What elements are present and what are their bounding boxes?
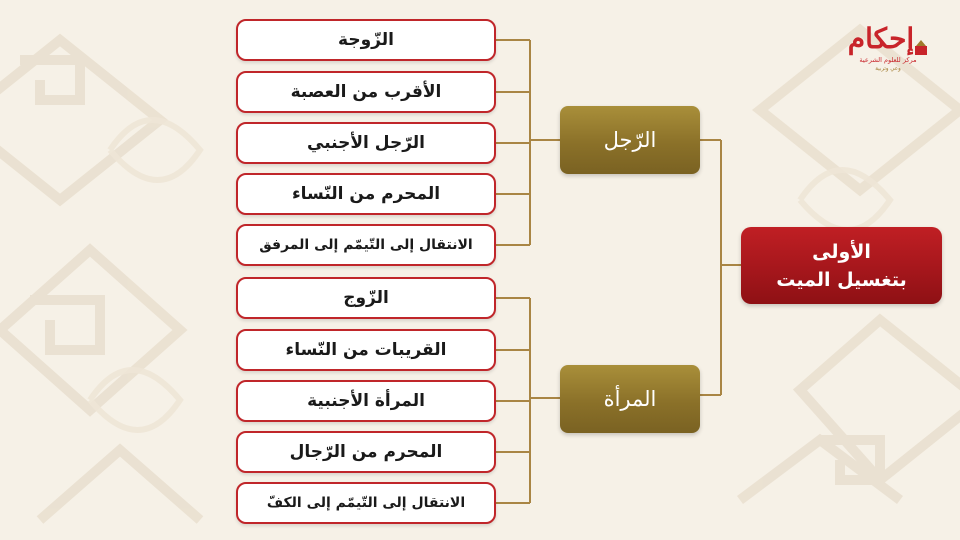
logo-tagline: مركز للعلوم الشرعية (859, 56, 917, 64)
leaf-men-3: الرّجل الأجنبي (236, 122, 496, 164)
leaf-men-4: المحرم من النّساء (236, 173, 496, 215)
connector-group-men (496, 39, 560, 246)
logo: إحكام مركز للعلوم الشرعية وعي وتربية (846, 22, 930, 98)
connector-root-bracket (700, 139, 741, 396)
leaf-women-2: القريبات من النّساء (236, 329, 496, 371)
book-icon (915, 40, 928, 55)
leaf-women-4: المحرم من الرّجال (236, 431, 496, 473)
logo-name: إحكام (847, 22, 915, 55)
root-node: الأولى بتغسيل الميت (741, 227, 942, 304)
root-title-line1: الأولى (812, 240, 871, 263)
category-men: الرّجل (560, 106, 700, 174)
leaf-label: المحرم من الرّجال (289, 442, 443, 462)
logo-mark: إحكام (848, 22, 928, 56)
category-women: المرأة (560, 365, 700, 433)
leaf-label: المحرم من النّساء (291, 184, 441, 204)
root-title-line2: بتغسيل الميت (776, 268, 907, 291)
leaf-label: الرّجل الأجنبي (307, 133, 425, 153)
leaf-label: الانتقال إلى التّيمّم إلى المرفق (259, 237, 473, 253)
leaf-label: الزّوج (343, 288, 389, 308)
leaf-label: الانتقال إلى التّيمّم إلى الكفّ (266, 495, 466, 511)
leaf-women-1: الزّوج (236, 277, 496, 319)
leaf-label: المرأة الأجنبية (307, 391, 425, 411)
leaf-label: الأقرب من العصبة (290, 82, 442, 102)
leaf-men-1: الزّوجة (236, 19, 496, 61)
connector-group-women (496, 297, 560, 504)
leaf-men-2: الأقرب من العصبة (236, 71, 496, 113)
leaf-label: القريبات من النّساء (285, 340, 447, 360)
leaf-women-3: المرأة الأجنبية (236, 380, 496, 422)
category-label: المرأة (603, 387, 657, 411)
logo-subtagline: وعي وتربية (875, 66, 901, 72)
category-label: الرّجل (603, 128, 657, 152)
leaf-women-5: الانتقال إلى التّيمّم إلى الكفّ (236, 482, 496, 524)
leaf-men-5: الانتقال إلى التّيمّم إلى المرفق (236, 224, 496, 266)
leaf-label: الزّوجة (338, 30, 394, 50)
